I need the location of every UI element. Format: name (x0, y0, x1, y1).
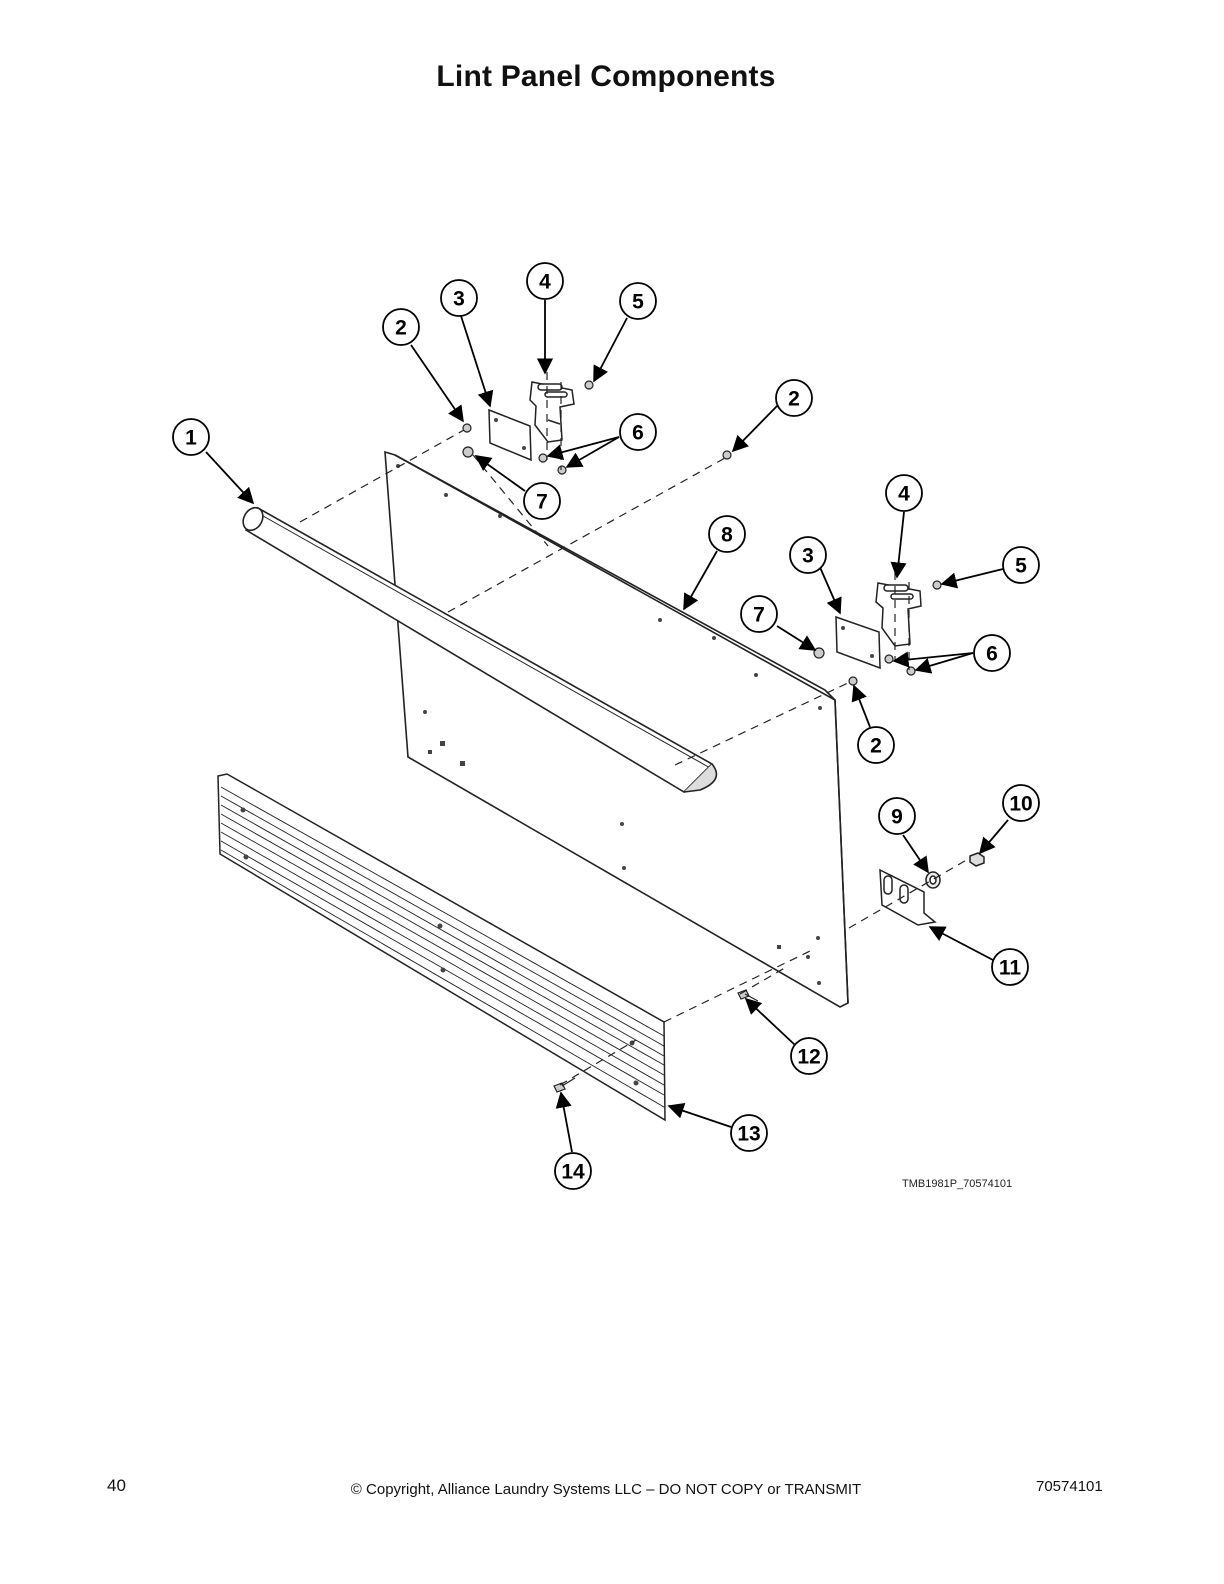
callout-3: 3 (789, 536, 827, 574)
callout-8: 8 (708, 515, 746, 553)
callout-2: 2 (857, 726, 895, 764)
callout-2: 2 (382, 308, 420, 346)
svg-text:3: 3 (453, 288, 465, 311)
svg-text:7: 7 (536, 491, 548, 514)
document-number: 70574101 (1036, 1478, 1103, 1495)
callout-12: 12 (790, 1037, 828, 1075)
callout-5: 5 (1002, 546, 1040, 584)
svg-text:5: 5 (632, 291, 644, 314)
handle-bar (242, 506, 718, 794)
callout-3: 3 (440, 279, 478, 317)
fasteners (462, 380, 942, 1093)
svg-text:14: 14 (561, 1161, 585, 1184)
svg-text:2: 2 (870, 735, 882, 758)
callout-7: 7 (523, 482, 561, 520)
copyright-notice: © Copyright, Alliance Laundry Systems LL… (350, 1481, 862, 1498)
svg-text:11: 11 (999, 957, 1022, 980)
callout-4: 4 (885, 474, 923, 512)
svg-text:12: 12 (797, 1046, 820, 1069)
latch-bracket (879, 852, 985, 926)
svg-text:9: 9 (891, 806, 903, 829)
callout-6: 6 (973, 634, 1011, 672)
svg-text:13: 13 (737, 1123, 760, 1146)
callout-13: 13 (730, 1114, 768, 1152)
page-number: 40 (107, 1476, 126, 1495)
assembly-lines (299, 372, 971, 1086)
callout-2: 2 (775, 379, 813, 417)
callout-10: 10 (1002, 784, 1040, 822)
callout-9: 9 (878, 797, 916, 835)
grille-panel (217, 773, 666, 1122)
svg-text:2: 2 (788, 388, 800, 411)
callout-1: 1 (172, 418, 210, 456)
callout-14: 14 (554, 1152, 592, 1190)
leader-arrows (205, 300, 1009, 1153)
svg-text:6: 6 (632, 422, 644, 445)
callout-7: 7 (740, 595, 778, 633)
svg-text:6: 6 (986, 643, 998, 666)
svg-text:1: 1 (185, 427, 197, 450)
callout-6: 6 (619, 413, 657, 451)
callout-4: 4 (526, 262, 564, 300)
svg-text:4: 4 (898, 483, 910, 506)
hinge-assembly-left (488, 381, 575, 462)
svg-text:2: 2 (395, 317, 407, 340)
drawing-id: TMB1981P_70574101 (902, 1178, 1013, 1190)
svg-text:8: 8 (721, 524, 733, 547)
callout-5: 5 (619, 282, 657, 320)
svg-text:7: 7 (753, 604, 765, 627)
svg-text:10: 10 (1009, 793, 1032, 816)
svg-text:5: 5 (1015, 555, 1027, 578)
svg-text:3: 3 (802, 545, 814, 568)
page-title: Lint Panel Components (436, 60, 776, 93)
hinge-assembly-right (835, 582, 922, 670)
callout-11: 11 (991, 948, 1029, 986)
svg-text:4: 4 (539, 271, 551, 294)
